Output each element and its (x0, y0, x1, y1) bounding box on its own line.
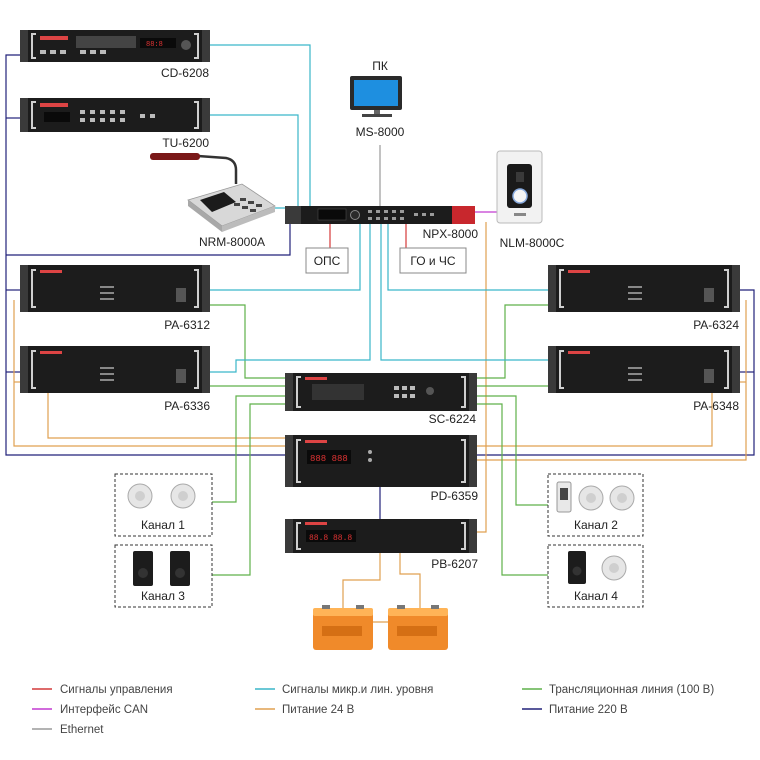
legend-label-line-100: Трансляционная линия (100 В) (549, 684, 714, 696)
device-pa-6312 (20, 265, 210, 312)
mic-line-wire-pa6336 (210, 224, 371, 373)
device-pa-6336 (20, 346, 210, 393)
mic-line-wire-pa6312 (210, 224, 361, 291)
label-pa-6312: PA-6312 (164, 318, 210, 332)
line-100-wire-pa6324 (477, 304, 548, 379)
label-channel-1: Канал 1 (141, 518, 185, 532)
device-cd-6208: 88:8 (20, 30, 210, 62)
channel-3: Канал 3 (114, 544, 213, 608)
mic-line-wire-pa6324 (387, 224, 548, 291)
legend-label-can: Интерфейс CAN (60, 704, 148, 716)
svg-text:888 888: 888 888 (310, 454, 348, 464)
box-ops: ОПС (305, 247, 349, 274)
label-channel-3: Канал 3 (141, 589, 185, 603)
label-tu-6200: TU-6200 (162, 136, 209, 150)
power-24-wire-battery-b (399, 553, 421, 608)
device-pa-6348 (548, 346, 740, 393)
label-pb-6207: PB-6207 (431, 557, 478, 571)
label-pd-6359: PD-6359 (431, 489, 479, 503)
battery-2 (388, 605, 448, 650)
label-npx-8000: NPX-8000 (423, 227, 479, 241)
battery-1 (313, 605, 373, 650)
device-nrm-8000a (150, 153, 276, 232)
channel-2: Канал 2 (547, 473, 644, 537)
power-220-wires (5, 54, 755, 519)
label-sc-6224: SC-6224 (429, 412, 477, 426)
label-go-chs: ГО и ЧС (410, 254, 456, 268)
device-sc-6224 (285, 373, 477, 411)
power-220-wire-npx (6, 215, 291, 256)
legend-label-power-220: Питание 220 В (549, 704, 628, 716)
line-100-wire-ch4 (477, 403, 548, 576)
svg-text:88.8 88.8: 88.8 88.8 (309, 534, 352, 543)
wires (5, 44, 755, 623)
mic-line-wire-tu (210, 114, 299, 213)
device-pc-monitor (350, 76, 402, 117)
control-wires (329, 224, 407, 248)
label-pc: ПК (372, 59, 388, 73)
power-24-wire-battery-a (342, 553, 381, 608)
legend-label-power-24: Питание 24 В (282, 704, 355, 716)
label-pa-6348: PA-6348 (693, 399, 739, 413)
box-go-chs: ГО и ЧС (399, 247, 467, 274)
line-100-wire-ch1 (212, 395, 285, 503)
mic-line-wire-pa6348 (380, 224, 548, 361)
label-pa-6336: PA-6336 (164, 399, 210, 413)
legend-label-ethernet: Ethernet (60, 724, 104, 736)
label-nlm-8000c: NLM-8000C (500, 236, 565, 250)
mic-line-wire-cd (210, 44, 311, 213)
device-npx-8000 (285, 206, 475, 224)
label-cd-6208: CD-6208 (161, 66, 209, 80)
legend-label-control: Сигналы управления (60, 684, 173, 696)
label-ms-8000: MS-8000 (356, 125, 405, 139)
svg-text:88:8: 88:8 (146, 41, 163, 49)
device-pd-6359: 888 888 (285, 435, 477, 487)
power-24-wire-pa6336 (47, 392, 285, 439)
device-nlm-8000c (496, 150, 543, 224)
device-pb-6207: 88.8 88.8 (285, 519, 477, 553)
channel-1: Канал 1 (114, 473, 213, 537)
legend: Сигналы управления Интерфейс CAN Etherne… (32, 684, 714, 736)
label-pa-6324: PA-6324 (693, 318, 739, 332)
label-channel-4: Канал 4 (574, 589, 618, 603)
label-nrm-8000a: NRM-8000A (199, 235, 265, 249)
line-100-wire-ch2 (477, 395, 548, 506)
device-pa-6324 (548, 265, 740, 312)
line-100-wire-pa6312 (210, 304, 285, 379)
line-100-wires (210, 304, 548, 576)
power-24-wire-left (13, 300, 285, 447)
device-tu-6200 (20, 98, 210, 132)
legend-label-mic-line: Сигналы микр.и лин. уровня (282, 684, 433, 696)
label-channel-2: Канал 2 (574, 518, 618, 532)
line-100-wire-ch3 (212, 403, 285, 576)
label-ops: ОПС (314, 254, 341, 268)
power-24-wire-pa6348 (477, 392, 713, 447)
channel-4: Канал 4 (547, 544, 644, 608)
power-24-wire-right (477, 300, 747, 461)
